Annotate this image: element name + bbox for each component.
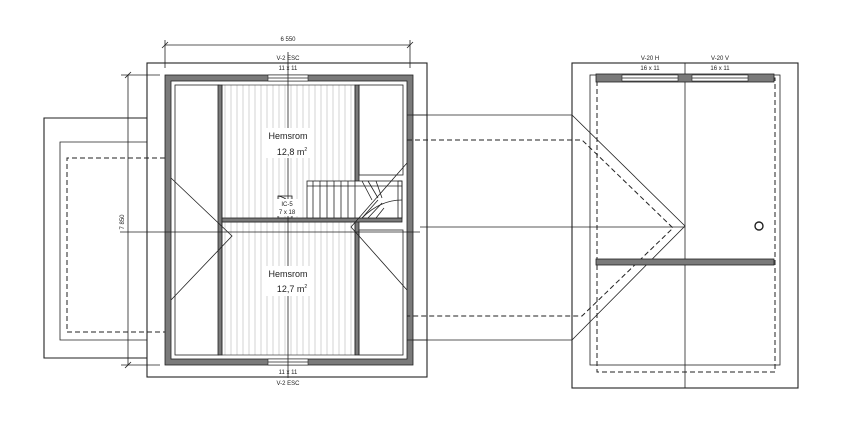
roof-hip-right [350,162,408,291]
hatch-code: IC-5 [281,202,293,208]
window-top-size: 11 x 11 [279,66,298,72]
left-gable-dashed [66,157,165,333]
dimension-height-label: 7 850 [120,214,126,230]
dimension-height: 7 850 [120,71,160,369]
roof-hip-left [170,177,233,301]
dimension-width-label: 6 550 [280,37,296,43]
left-roof-outline [146,62,428,378]
vent-circle [754,221,764,231]
closet-bottom-right [358,229,404,356]
hatch-size: 7 x 18 [279,210,296,216]
room-bottom-name: Hemsrom [268,269,307,279]
right-roof-dashed [596,77,776,373]
closet-top-right [358,84,404,176]
right-building: V-20 H 16 x 11 V-20 V 16 x 11 [571,56,799,389]
window-right-1-size: 16 x 11 [640,66,660,72]
window-bottom-code: V-2 ESC [276,381,300,387]
window-bottom-size: 11 x 11 [279,370,298,376]
room-top-area: 12,8 m2 [277,147,308,157]
right-beam [595,258,775,266]
window-right-1-code: V-20 H [641,56,659,62]
knee-wall-left-inner [217,84,223,356]
connecting-roof [407,114,686,341]
left-gable-inner [59,141,147,341]
partition-wall [221,217,403,223]
dimension-width: 6 550 [161,37,414,68]
left-gable-outline [43,117,147,359]
window-right-frame [595,73,775,83]
staircase [306,180,403,219]
window-top-code: V-2 ESC [276,56,300,62]
room-top-name: Hemsrom [268,131,307,141]
left-building: 6 550 7 850 V-2 ESC 11 x 11 11 x 11 V-2 … [43,37,428,387]
window-right-2-size: 16 x 11 [710,66,730,72]
room-bottom-area: 12,7 m2 [277,284,308,294]
window-right-2-code: V-20 V [711,56,729,62]
